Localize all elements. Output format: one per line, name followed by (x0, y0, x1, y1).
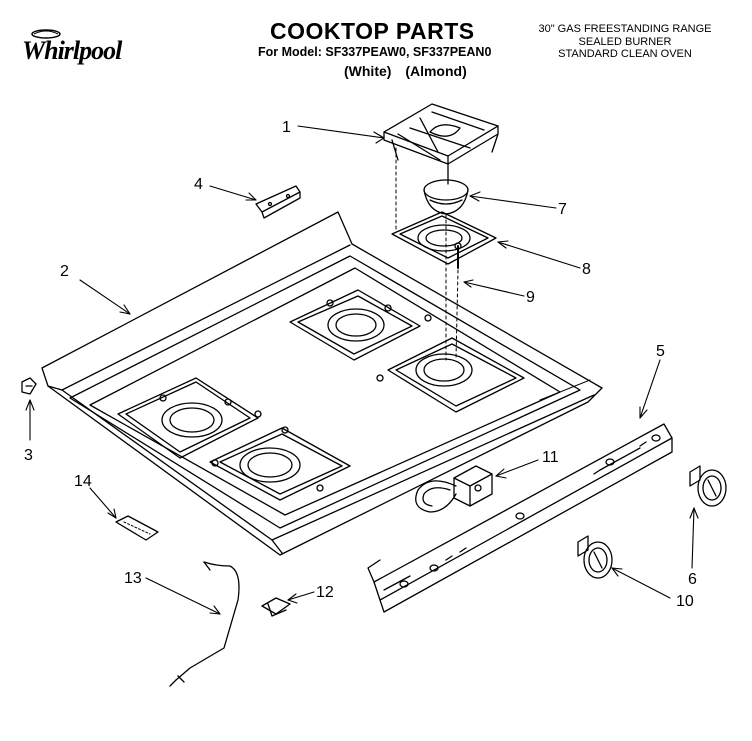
mounting-bracket (255, 185, 301, 219)
callout-4: 4 (194, 176, 203, 193)
hinge-clip (21, 377, 37, 395)
description-line-1: 30" GAS FREESTANDING RANGE (538, 23, 712, 35)
callout-6: 6 (688, 571, 697, 588)
callout-5: 5 (656, 343, 665, 360)
brand-logo-text: Whirlpool (22, 36, 122, 65)
callout-7: 7 (558, 201, 567, 218)
callout-9: 9 (526, 289, 535, 306)
description-line-2: SEALED BURNER (578, 35, 672, 48)
cooktop-panel (41, 211, 603, 556)
model-line: For Model: SF337PEAW0, SF337PEAN0 (258, 45, 492, 59)
wire-clip (261, 597, 291, 617)
burner-cap (423, 179, 469, 215)
rating-label (115, 515, 159, 541)
description-line-3: STANDARD CLEAN OVEN (558, 48, 692, 60)
control-knob-right (689, 465, 727, 507)
callout-11: 11 (542, 449, 559, 466)
manifold-panel (367, 379, 673, 613)
callout-8: 8 (582, 261, 591, 278)
color-variants: (White) (Almond) (344, 63, 467, 79)
product-description: 30" GAS FREESTANDING RANGE SEALED BURNER… (520, 23, 730, 61)
callout-numbers: 1 2 3 4 5 6 7 8 9 10 11 12 13 14 (24, 119, 697, 610)
leader-lines (25, 125, 699, 615)
callout-10: 10 (676, 593, 694, 610)
burner-screw (454, 242, 462, 269)
wire-harness (169, 561, 240, 687)
callout-13: 13 (124, 570, 142, 587)
callout-2: 2 (60, 263, 69, 280)
callout-14: 14 (74, 473, 92, 490)
control-knob-left (577, 535, 613, 579)
page-title: COOKTOP PARTS (270, 18, 475, 44)
burner-grate (383, 103, 499, 185)
burner-base-plate (391, 211, 497, 265)
spark-module (415, 465, 493, 513)
alignment-lines (395, 147, 459, 361)
callout-12: 12 (316, 584, 334, 601)
callout-3: 3 (24, 447, 33, 464)
callout-1: 1 (282, 119, 291, 136)
whirlpool-logo-icon (31, 29, 61, 39)
